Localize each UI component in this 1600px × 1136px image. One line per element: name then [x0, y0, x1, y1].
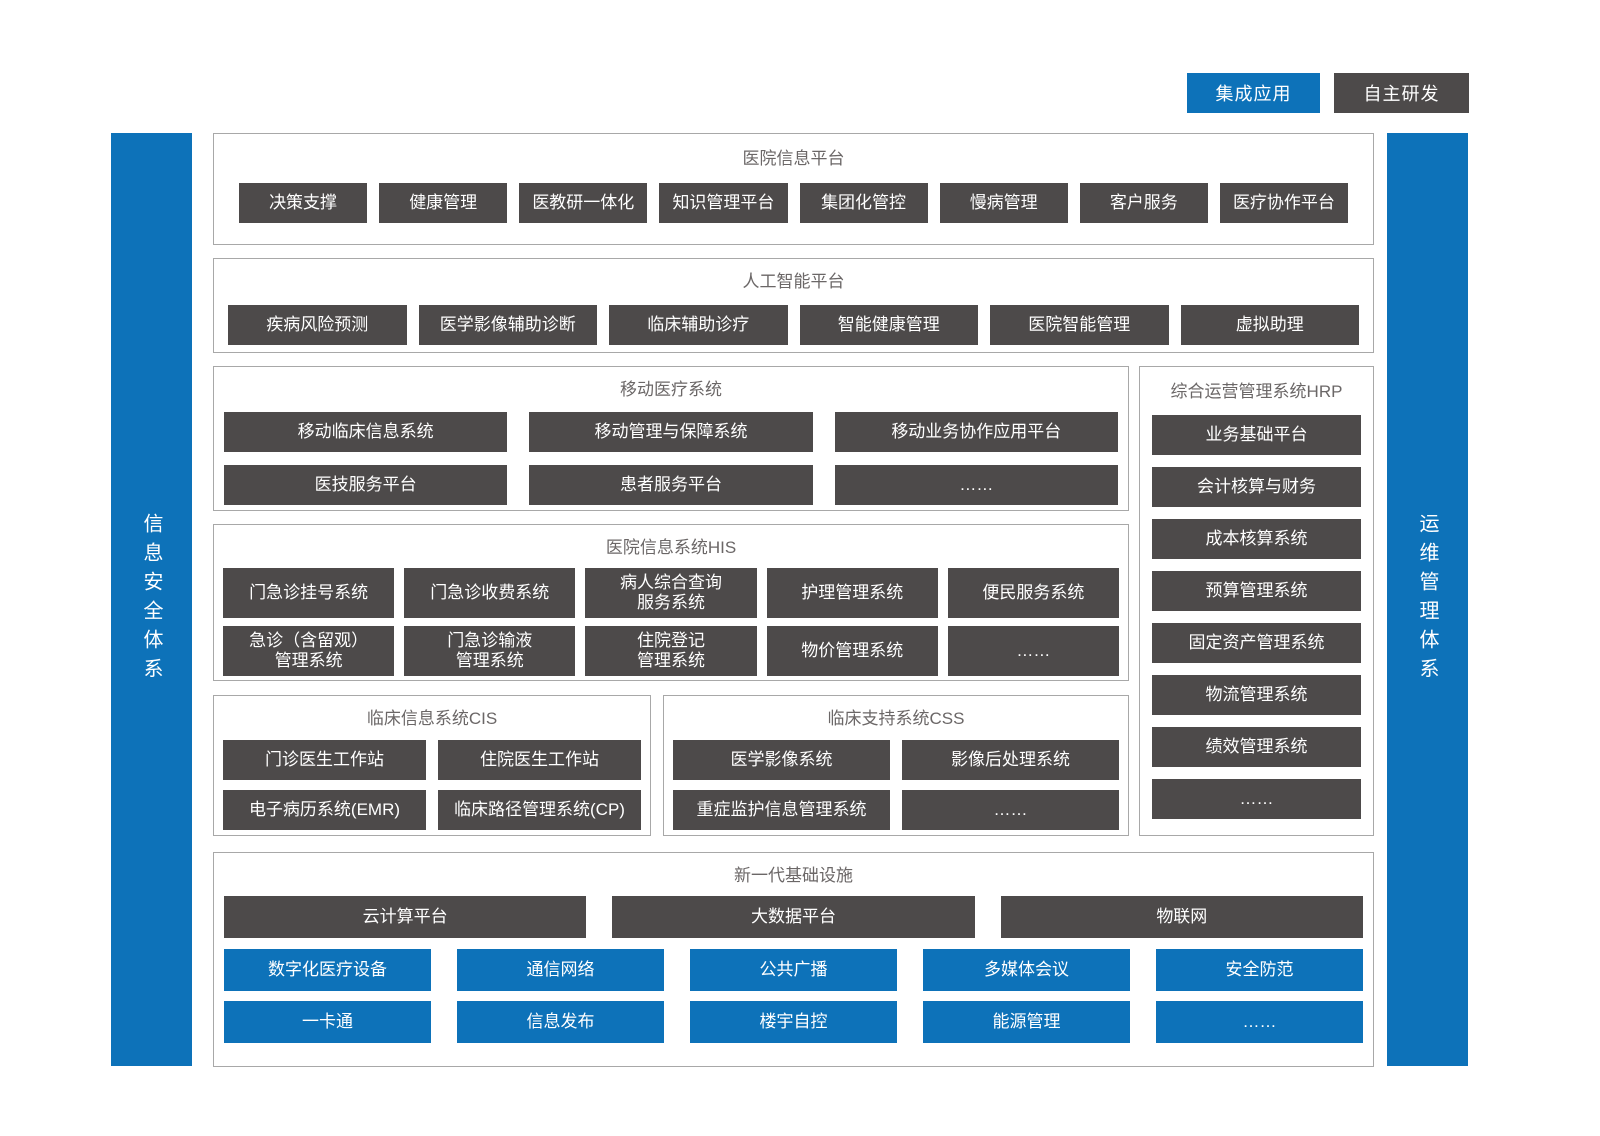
diagram-box: 重症监护信息管理系统 — [673, 790, 890, 830]
diagram-box: 门急诊挂号系统 — [223, 568, 395, 618]
diagram-box: 固定资产管理系统 — [1152, 623, 1361, 663]
diagram-box: 影像后处理系统 — [902, 740, 1119, 780]
diagram-box: 智能健康管理 — [799, 305, 978, 345]
diagram-box: 住院医生工作站 — [438, 740, 641, 780]
diagram-box: 门急诊收费系统 — [404, 568, 576, 618]
diagram-box: 多媒体会议 — [923, 949, 1130, 991]
diagram-box: 医技服务平台 — [224, 465, 508, 505]
diagram-box: 绩效管理系统 — [1152, 727, 1361, 767]
section-title: 新一代基础设施 — [734, 866, 853, 885]
platform-row: 决策支撑 健康管理 医教研一体化 知识管理平台 集团化管控 慢病管理 客户服务 … — [214, 183, 1373, 223]
info-security-sidebar: 信息安全体系 — [111, 133, 192, 1066]
ops-management-sidebar: 运维管理体系 — [1387, 133, 1468, 1066]
diagram-box: 临床路径管理系统(CP) — [438, 790, 641, 830]
diagram-box: 成本核算系统 — [1152, 519, 1361, 559]
diagram-box: 门急诊输液 管理系统 — [404, 626, 576, 676]
cis-row-1: 门诊医生工作站 住院医生工作站 — [214, 740, 650, 780]
diagram-box: …… — [1152, 779, 1361, 819]
diagram-box: 移动临床信息系统 — [224, 412, 508, 452]
diagram-box: 客户服务 — [1079, 183, 1208, 223]
diagram-box: 疾病风险预测 — [228, 305, 407, 345]
section-cis: 临床信息系统CIS 门诊医生工作站 住院医生工作站 电子病历系统(EMR) 临床… — [213, 695, 651, 836]
diagram-box: 云计算平台 — [224, 896, 587, 938]
diagram-box: 住院登记 管理系统 — [585, 626, 757, 676]
section-infrastructure: 新一代基础设施 云计算平台 大数据平台 物联网 数字化医疗设备 通信网络 公共广… — [213, 852, 1374, 1067]
diagram-box: 决策支撑 — [239, 183, 368, 223]
hrp-stack: 业务基础平台 会计核算与财务 成本核算系统 预算管理系统 固定资产管理系统 物流… — [1152, 415, 1361, 819]
section-title: 临床信息系统CIS — [366, 709, 498, 728]
infra-dark-row: 云计算平台 大数据平台 物联网 — [214, 896, 1373, 938]
his-row-1: 门急诊挂号系统 门急诊收费系统 病人综合查询 服务系统 护理管理系统 便民服务系… — [214, 568, 1128, 618]
diagram-box: …… — [902, 790, 1119, 830]
diagram-box: 信息发布 — [457, 1001, 664, 1043]
diagram-box: 急诊（含留观） 管理系统 — [223, 626, 395, 676]
mobile-row-1: 移动临床信息系统 移动管理与保障系统 移动业务协作应用平台 — [214, 412, 1128, 452]
diagram-box: …… — [947, 626, 1120, 676]
css-row-2: 重症监护信息管理系统 …… — [664, 790, 1128, 830]
infra-blue-row-2: 一卡通 信息发布 楼宇自控 能源管理 …… — [214, 1001, 1373, 1043]
legend-integrated-chip: 集成应用 — [1187, 73, 1320, 113]
section-ai-platform: 人工智能平台 疾病风险预测 医学影像辅助诊断 临床辅助诊疗 智能健康管理 医院智… — [213, 258, 1374, 353]
diagram-box: 病人综合查询 服务系统 — [585, 568, 757, 618]
info-security-label: 信息安全体系 — [140, 512, 162, 687]
diagram-box: 电子病历系统(EMR) — [223, 790, 426, 830]
diagram-box: 安全防范 — [1156, 949, 1363, 991]
diagram-box: 公共广播 — [690, 949, 897, 991]
section-title: 医院信息系统HIS — [605, 538, 737, 557]
cis-row-2: 电子病历系统(EMR) 临床路径管理系统(CP) — [214, 790, 650, 830]
his-row-2: 急诊（含留观） 管理系统 门急诊输液 管理系统 住院登记 管理系统 物价管理系统… — [214, 626, 1128, 676]
diagram-box: 医教研一体化 — [519, 183, 648, 223]
section-hospital-info-platform: 医院信息平台 决策支撑 健康管理 医教研一体化 知识管理平台 集团化管控 慢病管… — [213, 133, 1374, 245]
section-title: 综合运营管理系统HRP — [1170, 382, 1343, 401]
section-hrp: 综合运营管理系统HRP 业务基础平台 会计核算与财务 成本核算系统 预算管理系统… — [1139, 366, 1374, 836]
section-title: 人工智能平台 — [742, 272, 845, 291]
diagram-box: 业务基础平台 — [1152, 415, 1361, 455]
section-title: 临床支持系统CSS — [827, 709, 965, 728]
diagram-box: 健康管理 — [379, 183, 508, 223]
diagram-box: 医院智能管理 — [990, 305, 1169, 345]
section-mobile-medical: 移动医疗系统 移动临床信息系统 移动管理与保障系统 移动业务协作应用平台 医技服… — [213, 366, 1129, 511]
diagram-box: 虚拟助理 — [1180, 305, 1359, 345]
diagram-box: 数字化医疗设备 — [224, 949, 431, 991]
ops-management-label: 运维管理体系 — [1416, 512, 1438, 687]
mobile-row-2: 医技服务平台 患者服务平台 …… — [214, 465, 1128, 505]
diagram-box: 能源管理 — [923, 1001, 1130, 1043]
diagram-box: …… — [1156, 1001, 1363, 1043]
diagram-box: 门诊医生工作站 — [223, 740, 426, 780]
diagram-box: 移动管理与保障系统 — [529, 412, 813, 452]
section-title: 医院信息平台 — [742, 149, 845, 168]
ai-row: 疾病风险预测 医学影像辅助诊断 临床辅助诊疗 智能健康管理 医院智能管理 虚拟助… — [214, 305, 1373, 345]
section-title: 移动医疗系统 — [620, 380, 722, 399]
diagram-box: 通信网络 — [457, 949, 664, 991]
diagram-box: 会计核算与财务 — [1152, 467, 1361, 507]
diagram-box: 楼宇自控 — [690, 1001, 897, 1043]
css-row-1: 医学影像系统 影像后处理系统 — [664, 740, 1128, 780]
diagram-box: 移动业务协作应用平台 — [834, 412, 1118, 452]
section-css: 临床支持系统CSS 医学影像系统 影像后处理系统 重症监护信息管理系统 …… — [663, 695, 1129, 836]
diagram-box: 集团化管控 — [799, 183, 928, 223]
diagram-box: 知识管理平台 — [659, 183, 788, 223]
diagram-box: 医疗协作平台 — [1219, 183, 1348, 223]
diagram-box: 慢病管理 — [939, 183, 1068, 223]
diagram-box: 一卡通 — [224, 1001, 431, 1043]
diagram-box: 医学影像辅助诊断 — [418, 305, 597, 345]
diagram-box: 便民服务系统 — [947, 568, 1120, 618]
diagram-box: 物价管理系统 — [766, 626, 938, 676]
diagram-box: 医学影像系统 — [673, 740, 890, 780]
section-his: 医院信息系统HIS 门急诊挂号系统 门急诊收费系统 病人综合查询 服务系统 护理… — [213, 524, 1129, 681]
legend-self-developed-chip: 自主研发 — [1334, 73, 1469, 113]
diagram-box: 物联网 — [1000, 896, 1363, 938]
diagram-box: 临床辅助诊疗 — [609, 305, 788, 345]
diagram-box: 大数据平台 — [612, 896, 975, 938]
diagram-box: 患者服务平台 — [529, 465, 813, 505]
diagram-box: 预算管理系统 — [1152, 571, 1361, 611]
diagram-box: …… — [834, 465, 1118, 505]
diagram-box: 护理管理系统 — [766, 568, 938, 618]
diagram-box: 物流管理系统 — [1152, 675, 1361, 715]
infra-blue-row-1: 数字化医疗设备 通信网络 公共广播 多媒体会议 安全防范 — [214, 949, 1373, 991]
